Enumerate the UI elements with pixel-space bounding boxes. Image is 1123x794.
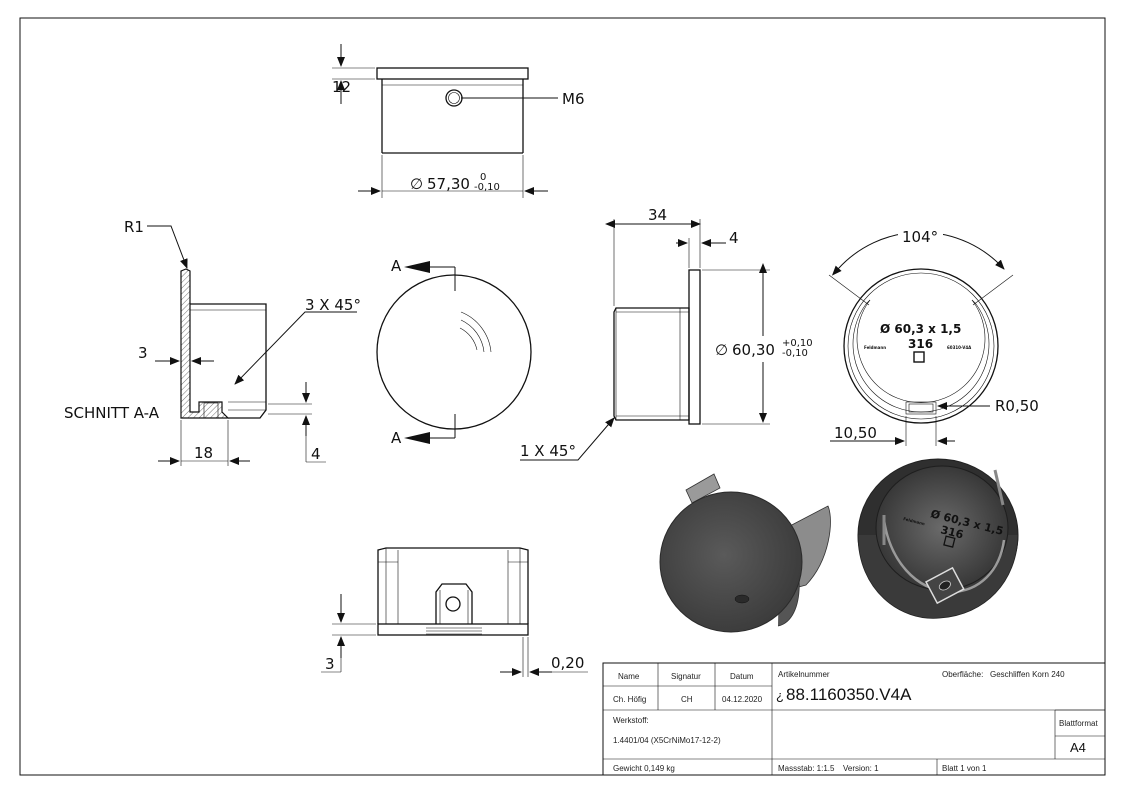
top-diameter-value: 57,30 [427,175,470,193]
rear-engraving-right: 60310-V4A [947,345,972,350]
section-wall-dim: 3 [138,344,148,362]
rear-view: Ø 60,3 x 1,5 316 Feldmann 60310-V4A 104°… [828,226,1039,446]
top-tol-upper: 0 [480,172,486,183]
side-tol-upper: +0,10 [782,338,813,349]
tb-werkstoff-label: Werkstoff: [613,716,649,725]
tb-blatt: Blatt 1 von 1 [942,764,987,773]
side-diameter-value: 60,30 [732,341,775,359]
iso-hole-icon [734,594,750,604]
rear-engraving-size: Ø 60,3 x 1,5 [880,322,961,336]
rear-engraving-material: 316 [908,337,933,351]
tb-surface-value: Geschliffen Korn 240 [990,670,1065,679]
side-chamfer-label: 1 X 45° [520,442,576,460]
side-view: 34 4 ∅ 60,30 +0,10 -0,10 1 X 45° [520,206,813,461]
side-tol-lower: -0,10 [782,348,808,359]
tb-blattformat-value: A4 [1070,740,1086,755]
tb-header-name: Name [618,672,640,681]
section-title: SCHNITT A-A [64,404,160,422]
iso-view-right: Ø 60,3 x 1,5 316 Feldmann [857,458,1019,619]
iso-view-left [659,473,831,633]
section-chamfer-label: 3 X 45° [305,296,361,314]
iso-logo-icon [943,535,956,548]
side-diameter-symbol: ∅ [715,341,728,359]
tb-surface-label: Oberfläche: [942,670,983,679]
bottom-gap-dim: 0,20 [551,654,584,672]
rear-radius-label: R0,50 [995,397,1039,415]
section-slot-dim: 4 [311,445,321,463]
section-view: R1 3 X 45° 3 SCHNITT A-A 18 4 [64,218,361,466]
section-radius-label: R1 [124,218,144,236]
tb-werkstoff-value: 1.4401/04 (X5CrNiMo17-12-2) [613,736,721,745]
section-mark-bottom: A [391,429,402,447]
tb-article-number: 88.1160350.V4A [786,685,912,704]
tb-datum: 04.12.2020 [722,695,763,704]
tb-blattformat-label: Blattformat [1059,719,1098,728]
tb-article-prefix: ¿ [776,688,784,703]
tb-header-signatur: Signatur [671,672,701,681]
tb-massstab: Massstab: 1:1.5 [778,764,835,773]
section-mark-top: A [391,257,402,275]
bottom-thickness-dim: 3 [325,655,335,673]
rear-width-dim: 10,50 [834,424,877,442]
side-length-dim: 34 [648,206,667,224]
tb-gewicht: Gewicht 0,149 kg [613,764,675,773]
side-flange-dim: 4 [729,229,739,247]
top-diameter-symbol: ∅ [410,175,423,193]
bottom-hole-icon [445,596,461,612]
sheet-frame [19,17,1106,776]
iso-engraving-left: Feldmann [903,516,926,526]
title-block: Name Signatur Datum Ch. Höfig CH 04.12.2… [602,662,1106,776]
thread-label: M6 [562,90,585,108]
top-height-dim: 12 [332,78,351,96]
section-depth-dim: 18 [194,444,213,462]
bottom-view: 3 0,20 [321,547,588,677]
tb-artikel-label: Artikelnummer [778,670,830,679]
rear-engraving-left: Feldmann [864,345,886,350]
tb-header-datum: Datum [730,672,754,681]
tb-signatur: CH [681,695,693,704]
top-tol-lower: -0,10 [474,182,500,193]
front-view: A A [376,257,532,447]
tb-name: Ch. Höfig [613,695,646,704]
tb-version: Version: 1 [843,764,879,773]
top-view: M6 12 ∅ 57,30 0 -0,10 [332,44,585,198]
rear-angle-label: 104° [902,228,938,246]
logo-icon [913,351,925,363]
